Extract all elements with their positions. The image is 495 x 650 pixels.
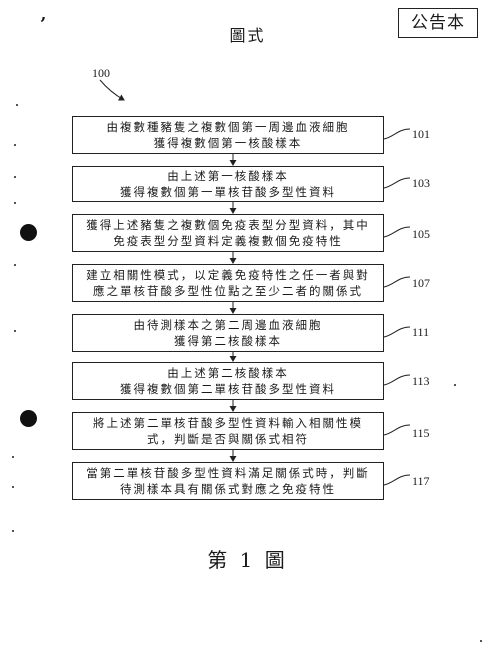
scan-speck xyxy=(14,202,16,204)
scan-speck xyxy=(14,264,16,266)
step-103-line-2: 獲得複數個第一單核苷酸多型性資料 xyxy=(120,185,336,199)
step-box-117: 當第二單核苷酸多型性資料滿足關係式時，判斷 待測樣本具有關係式對應之免疫特性 xyxy=(72,462,384,500)
step-105-line-2: 免疫表型分型資料定義複數個免疫特性 xyxy=(113,234,343,248)
step-ref-117: 117 xyxy=(412,474,430,488)
step-box-107: 建立相關性模式，以定義免疫特性之任一者與對 應之單核苷酸多型性位點之至少二者的關… xyxy=(72,264,384,302)
scan-speck xyxy=(12,456,14,458)
step-ref-103: 103 xyxy=(412,176,430,190)
step-115-line-1: 將上述第二單核苷酸多型性資料輸入相關性模 xyxy=(93,416,363,430)
step-105-line-1: 獲得上述豬隻之複數個免疫表型分型資料，其中 xyxy=(86,218,370,232)
scan-speck xyxy=(454,384,456,386)
page-title: 圖式 xyxy=(229,26,266,45)
step-111-line-2: 獲得第二核酸樣本 xyxy=(174,334,282,348)
binder-hole-top xyxy=(20,224,37,241)
scan-speck xyxy=(14,330,16,332)
step-111-line-1: 由待測樣本之第二周邊血液細胞 xyxy=(133,318,323,332)
step-115-line-2: 式，判斷是否與關係式相符 xyxy=(147,432,309,446)
step-ref-105: 105 xyxy=(412,227,430,241)
scan-speck xyxy=(480,640,482,642)
step-107-line-2: 應之單核苷酸多型性位點之至少二者的關係式 xyxy=(93,284,363,298)
reference-leader-line xyxy=(383,424,411,436)
scan-speck xyxy=(14,176,16,178)
reference-leader-line xyxy=(383,276,411,288)
publication-stamp: 公告本 xyxy=(398,8,478,38)
reference-pointer-arrow xyxy=(99,79,125,101)
step-box-103: 由上述第一核酸樣本 獲得複數個第一單核苷酸多型性資料 xyxy=(72,166,384,202)
step-ref-107: 107 xyxy=(412,276,430,290)
step-113-line-2: 獲得複數個第二單核苷酸多型性資料 xyxy=(120,382,336,396)
step-box-105: 獲得上述豬隻之複數個免疫表型分型資料，其中 免疫表型分型資料定義複數個免疫特性 xyxy=(72,214,384,252)
reference-leader-line xyxy=(383,326,411,338)
step-101-line-2: 獲得複數個第一核酸樣本 xyxy=(153,136,303,150)
step-ref-115: 115 xyxy=(412,426,430,440)
step-ref-113: 113 xyxy=(412,374,430,388)
step-113-line-1: 由上述第二核酸樣本 xyxy=(167,366,289,380)
reference-leader-line xyxy=(383,177,411,189)
scan-speck xyxy=(14,144,16,146)
step-101-line-1: 由複數種豬隻之複數個第一周邊血液細胞 xyxy=(106,120,350,134)
margin-mark: ’ xyxy=(40,14,47,35)
step-ref-101: 101 xyxy=(412,127,430,141)
diagram-reference-numeral: 100 xyxy=(92,66,110,80)
reference-leader-line xyxy=(383,128,411,140)
binder-hole-bottom xyxy=(20,410,37,427)
reference-leader-line xyxy=(383,226,411,238)
scan-speck xyxy=(12,530,14,532)
step-117-line-2: 待測樣本具有關係式對應之免疫特性 xyxy=(120,482,336,496)
reference-leader-line xyxy=(383,474,411,486)
step-box-115: 將上述第二單核苷酸多型性資料輸入相關性模 式，判斷是否與關係式相符 xyxy=(72,412,384,450)
step-103-line-1: 由上述第一核酸樣本 xyxy=(167,169,289,183)
step-box-101: 由複數種豬隻之複數個第一周邊血液細胞 獲得複數個第一核酸樣本 xyxy=(72,116,384,154)
figure-caption: 第 1 圖 xyxy=(207,548,288,572)
step-117-line-1: 當第二單核苷酸多型性資料滿足關係式時，判斷 xyxy=(86,466,370,480)
step-107-line-1: 建立相關性模式，以定義免疫特性之任一者與對 xyxy=(86,268,370,282)
scan-speck xyxy=(16,104,18,106)
step-box-111: 由待測樣本之第二周邊血液細胞 獲得第二核酸樣本 xyxy=(72,314,384,352)
step-box-113: 由上述第二核酸樣本 獲得複數個第二單核苷酸多型性資料 xyxy=(72,362,384,400)
reference-leader-line xyxy=(383,374,411,386)
scan-speck xyxy=(12,486,14,488)
step-ref-111: 111 xyxy=(412,325,430,339)
